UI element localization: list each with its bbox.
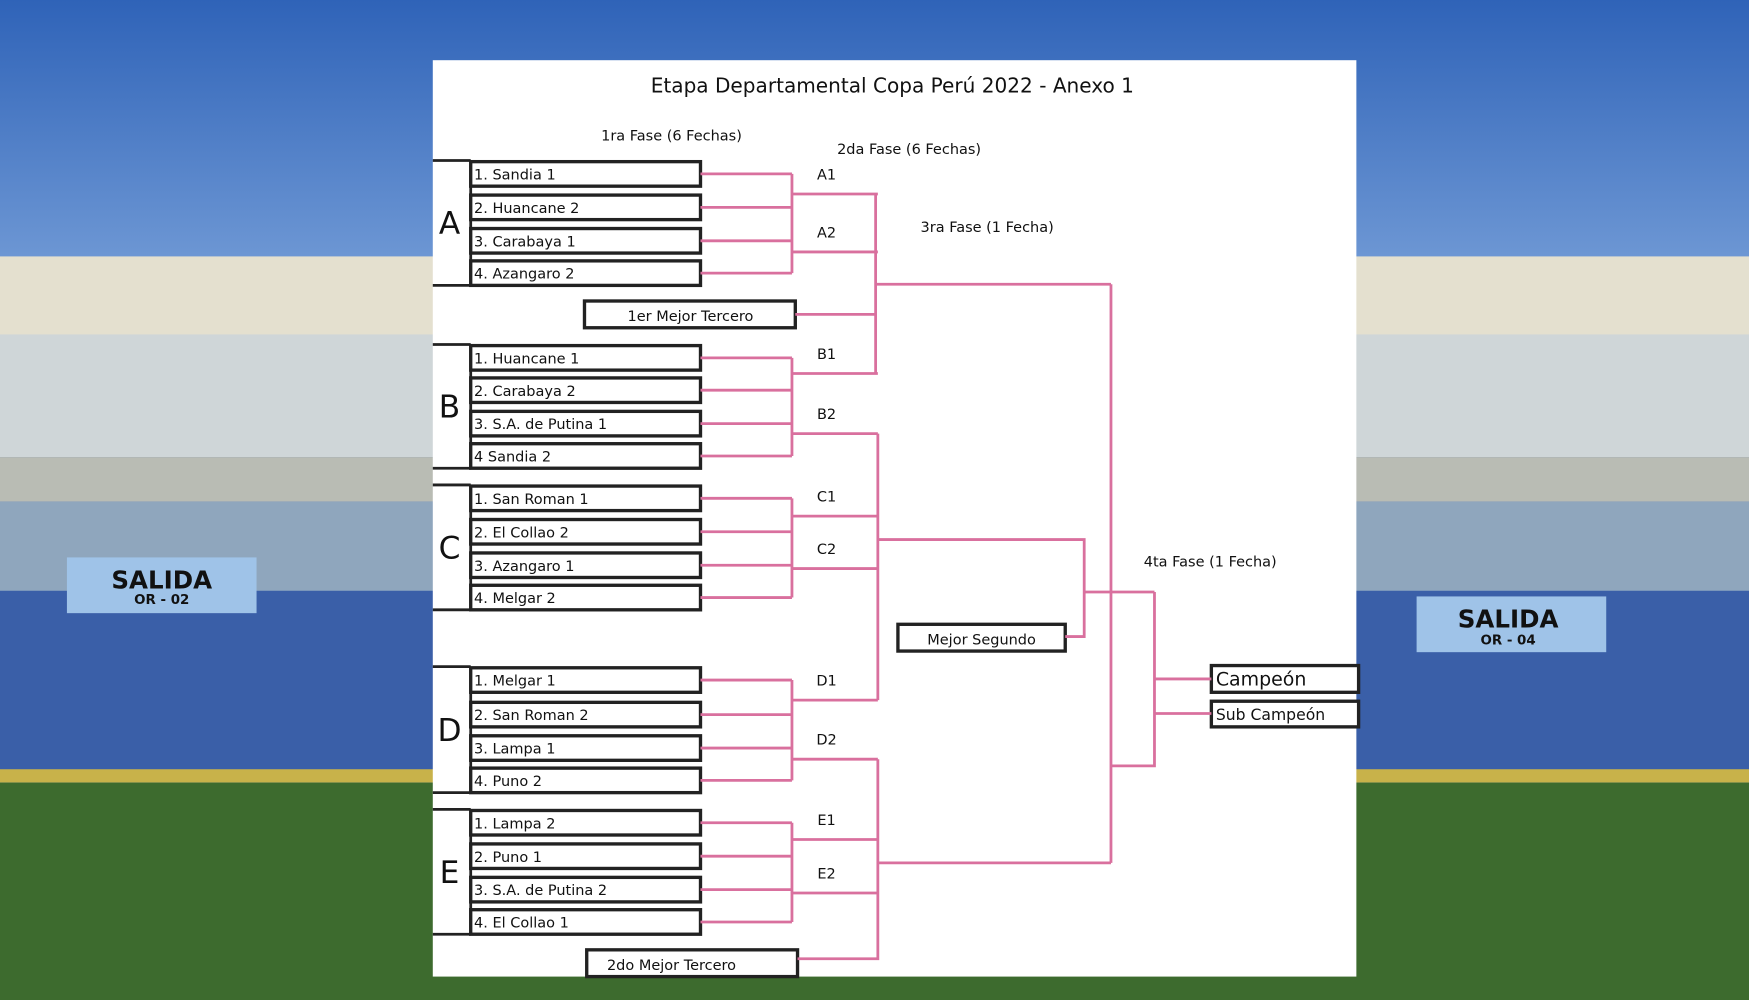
team-box	[469, 193, 703, 222]
team-name: 2. San Roman 2	[474, 708, 589, 724]
phase3-label: 3ra Fase (1 Fecha)	[921, 220, 1054, 236]
phase4-label: 4ta Fase (1 Fecha)	[1144, 554, 1277, 570]
team-box	[469, 766, 703, 795]
team-name: 3. Lampa 1	[474, 742, 555, 758]
team-name: 2. Puno 1	[474, 850, 542, 866]
slot-label: D2	[816, 733, 836, 749]
phase2-label: 2da Fase (6 Fechas)	[837, 142, 981, 158]
group-letter: B	[439, 390, 460, 426]
phase1-label: 1ra Fase (6 Fechas)	[601, 128, 742, 144]
slot-label: C1	[817, 490, 836, 506]
group-connector	[790, 357, 878, 456]
team-name: 4. Puno 2	[474, 774, 542, 790]
slot-label: A2	[817, 225, 836, 241]
group-connector	[790, 680, 878, 781]
sign-right: SALIDA	[1458, 605, 1559, 634]
slot-label: B2	[817, 407, 836, 423]
team-name: 2. Carabaya 2	[474, 384, 576, 400]
group-letter: D	[437, 713, 461, 749]
bracket-lines	[795, 193, 1212, 961]
second-best-third: 2do Mejor Tercero	[607, 958, 736, 974]
team-name: 3. Azangaro 1	[474, 559, 574, 575]
first-best-third: 1er Mejor Tercero	[628, 309, 754, 325]
team-name: 2. El Collao 2	[474, 525, 569, 541]
team-name: 4 Sandia 2	[474, 450, 551, 466]
slot-label: A1	[817, 167, 836, 183]
slot-label: B1	[817, 347, 836, 363]
team-name: 3. S.A. de Putina 1	[474, 417, 607, 433]
team-box	[469, 343, 703, 372]
champion: Campeón	[1216, 669, 1307, 691]
group-connector	[790, 822, 878, 922]
sign-right-code: OR - 04	[1480, 633, 1535, 648]
team-name: 4. Azangaro 2	[474, 267, 574, 283]
slot-label: D1	[816, 674, 836, 690]
team-name: 1. San Roman 1	[474, 492, 589, 508]
slot-label: E1	[817, 813, 835, 829]
team-name: 1. Melgar 1	[474, 674, 556, 690]
team-name: 3. Carabaya 1	[474, 234, 576, 250]
team-name: 3. S.A. de Putina 2	[474, 883, 607, 899]
team-box	[469, 409, 703, 438]
sign-left-code: OR - 02	[134, 593, 189, 608]
slot-label: E2	[817, 866, 835, 882]
group-connector	[790, 498, 878, 598]
team-name: 1. Huancane 1	[474, 351, 579, 367]
team-box	[469, 583, 703, 612]
team-box	[469, 734, 703, 762]
team-box	[469, 875, 703, 904]
team-name: 4. El Collao 1	[474, 916, 569, 932]
team-name: 1. Sandia 1	[474, 167, 556, 183]
slot-label: C2	[817, 542, 836, 558]
team-box	[469, 259, 703, 288]
team-name: 1. Lampa 2	[474, 816, 555, 832]
team-name: 2. Huancane 2	[474, 201, 579, 217]
best-second: Mejor Segundo	[927, 632, 1036, 648]
group-letter: E	[440, 855, 460, 891]
page-title: Etapa Departamental Copa Perú 2022 - Ane…	[651, 74, 1134, 98]
group-connector	[790, 173, 878, 274]
group-letter: A	[439, 206, 461, 242]
sign-left: SALIDA	[111, 566, 212, 595]
team-box	[469, 808, 703, 837]
team-box	[469, 376, 703, 405]
team-name: 4. Melgar 2	[474, 591, 556, 607]
group-letter: C	[439, 531, 461, 567]
runner-up: Sub Campeón	[1216, 706, 1325, 724]
